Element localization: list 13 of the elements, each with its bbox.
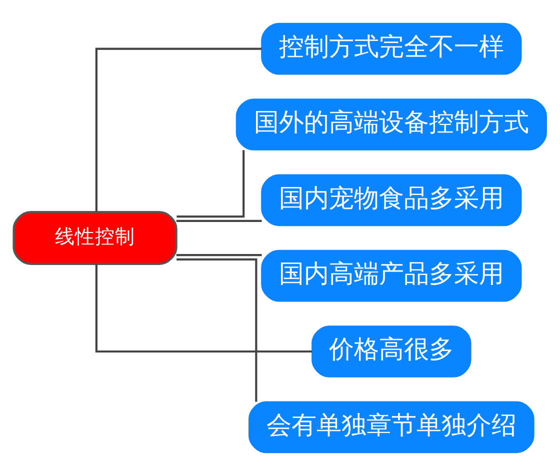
node-box: 国外的高端设备控制方式 bbox=[236, 98, 547, 150]
connector bbox=[95, 264, 312, 352]
node-box: 会有单独章节单独介绍 bbox=[248, 400, 534, 453]
connector bbox=[176, 219, 262, 222]
connector bbox=[176, 258, 258, 402]
node-box: 线性控制 bbox=[12, 210, 178, 264]
connector bbox=[176, 150, 245, 218]
node-box: 国内高端产品多采用 bbox=[261, 249, 522, 302]
connector bbox=[95, 47, 262, 212]
node-box: 价格高很多 bbox=[312, 325, 472, 377]
connector bbox=[176, 254, 262, 256]
node-box: 国内宠物食品多采用 bbox=[261, 174, 522, 226]
node-box: 控制方式完全不一样 bbox=[261, 22, 522, 74]
